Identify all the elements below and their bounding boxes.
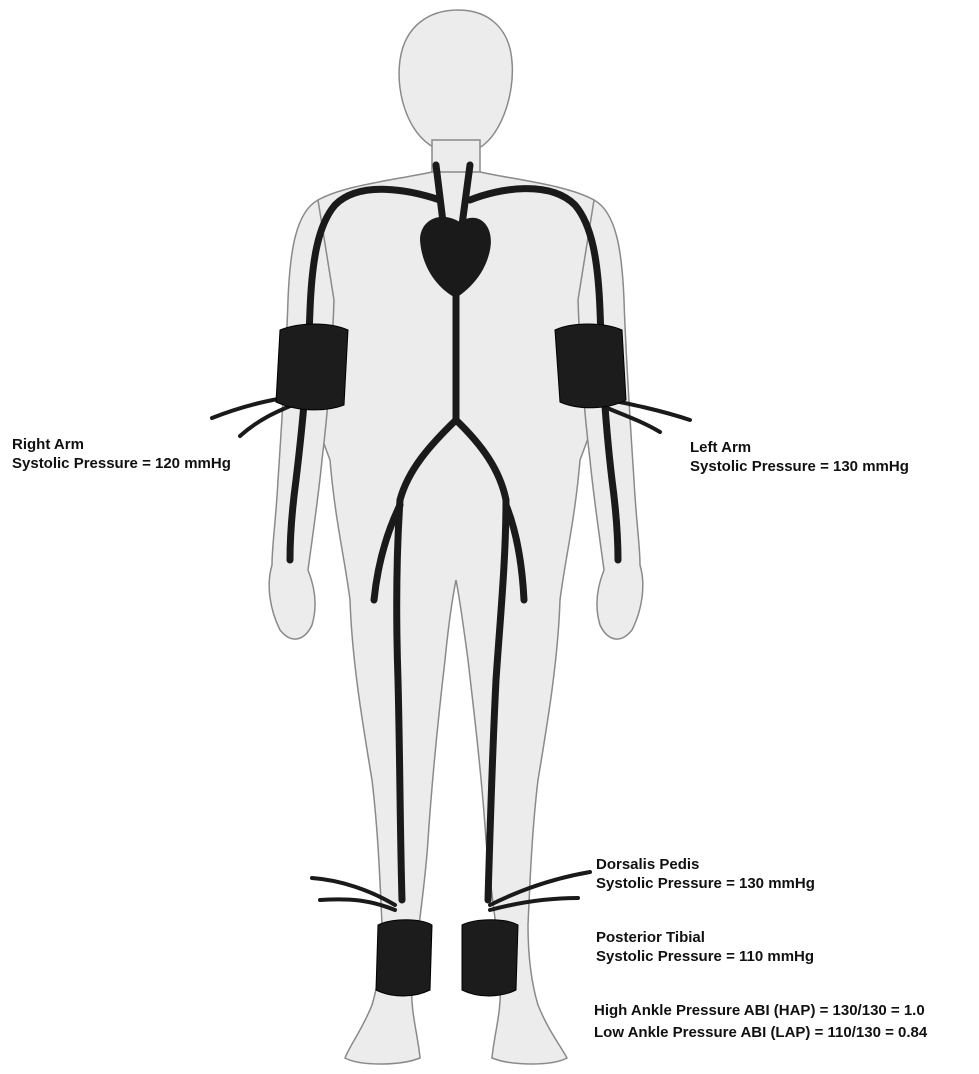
right-arm-pressure: Systolic Pressure = 120 mmHg (12, 454, 231, 473)
right-arm-label: Right Arm Systolic Pressure = 120 mmHg (12, 435, 231, 473)
head (399, 10, 512, 150)
abi-low-ankle-pressure: Low Ankle Pressure ABI (LAP) = 110/130 =… (594, 1022, 927, 1044)
left-arm-title: Left Arm (690, 438, 909, 457)
right-ankle-cuff (376, 920, 432, 996)
left-ankle-cuff (462, 920, 518, 996)
abi-high-ankle-pressure: High Ankle Pressure ABI (HAP) = 130/130 … (594, 1000, 927, 1022)
left-arm-label: Left Arm Systolic Pressure = 130 mmHg (690, 438, 909, 476)
body-silhouette (269, 10, 643, 1064)
posterior-tibial-label: Posterior Tibial Systolic Pressure = 110… (596, 928, 814, 966)
dorsalis-pedis-label: Dorsalis Pedis Systolic Pressure = 130 m… (596, 855, 815, 893)
posterior-tibial-title: Posterior Tibial (596, 928, 814, 947)
right-arm-title: Right Arm (12, 435, 231, 454)
dorsalis-pedis-title: Dorsalis Pedis (596, 855, 815, 874)
abi-calculation: High Ankle Pressure ABI (HAP) = 130/130 … (594, 1000, 927, 1044)
left-arm-cuff (555, 324, 626, 408)
left-arm-pressure: Systolic Pressure = 130 mmHg (690, 457, 909, 476)
dorsalis-pedis-pressure: Systolic Pressure = 130 mmHg (596, 874, 815, 893)
right-arm-cuff (276, 324, 348, 410)
posterior-tibial-pressure: Systolic Pressure = 110 mmHg (596, 947, 814, 966)
